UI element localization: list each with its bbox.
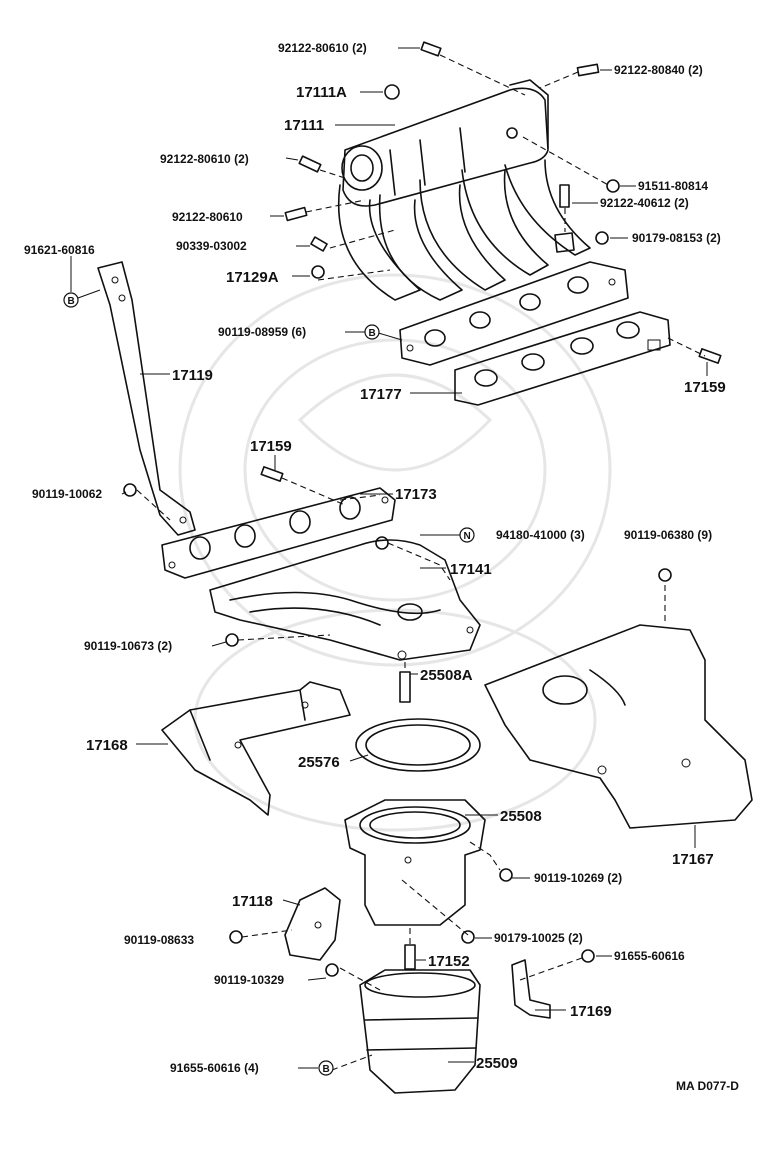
label-17177: 17177 <box>360 386 402 403</box>
label-17167: 17167 <box>672 851 714 868</box>
label-90119-10269: 90119-10269 (2) <box>534 871 622 885</box>
label-25576: 25576 <box>298 754 340 771</box>
badge-b-letter: B <box>369 328 376 339</box>
label-92122-80610: 92122-80610 <box>172 210 243 224</box>
converter-pipe-25508-drawing <box>344 799 486 926</box>
badge-b-letter: B <box>323 1064 330 1075</box>
exhaust-manifold-17141-drawing <box>209 539 481 661</box>
label-17111A: 17111A <box>296 84 347 101</box>
label-17141: 17141 <box>450 561 492 578</box>
gasket-17173-drawing <box>161 487 396 579</box>
label-90119-06380: 90119-06380 (9) <box>624 528 712 542</box>
label-17111: 17111 <box>284 117 324 134</box>
label-90119-10673: 90119-10673 (2) <box>84 639 172 653</box>
label-17129A: 17129A <box>226 269 279 286</box>
watermark-emblem <box>178 273 612 832</box>
label-91621-60816: 91621-60816 <box>24 243 95 257</box>
label-17159-left: 17159 <box>250 438 292 455</box>
stay-17119-drawing <box>97 261 196 536</box>
label-92122-80610-upper: 92122-80610 (2) <box>278 41 367 55</box>
label-25508A: 25508A <box>420 667 473 684</box>
label-17152: 17152 <box>428 953 470 970</box>
label-17173: 17173 <box>395 486 437 503</box>
intake-runners-drawing <box>337 159 591 301</box>
heat-insulator-17167-drawing <box>484 624 753 829</box>
label-92122-80610-mid: 92122-80610 (2) <box>160 152 249 166</box>
badge-b-91655-60616-4: B <box>318 1060 334 1076</box>
badge-b-90119-08959: B <box>364 324 380 340</box>
label-90179-08153: 90179-08153 (2) <box>632 231 721 245</box>
heat-insulator-25509-drawing <box>359 969 481 1094</box>
stud-25508A-drawing <box>399 671 411 703</box>
bracket-17118-drawing <box>284 887 341 961</box>
label-90119-10329: 90119-10329 <box>214 973 284 987</box>
label-17169: 17169 <box>570 1003 612 1020</box>
badge-b-91621: B <box>63 292 79 308</box>
intake-flange-drawing <box>399 261 629 366</box>
label-90119-08959: 90119-08959 (6) <box>218 325 306 339</box>
label-94180-41000: 94180-41000 (3) <box>496 528 585 542</box>
label-90179-10025: 90179-10025 (2) <box>494 931 583 945</box>
label-17159-right: 17159 <box>684 379 726 396</box>
label-25508: 25508 <box>500 808 542 825</box>
leader-lines <box>70 47 708 1069</box>
badge-n-letter: N <box>464 531 471 542</box>
label-17118: 17118 <box>232 893 273 910</box>
label-92122-40612: 92122-40612 (2) <box>600 196 689 210</box>
label-17168: 17168 <box>86 737 128 754</box>
label-90339-03002: 90339-03002 <box>176 239 247 253</box>
badge-b-letter: B <box>68 296 75 307</box>
part-17111-drawing <box>341 79 549 207</box>
bracket-17169-drawing <box>511 959 551 1019</box>
part-labels: 92122-80610 (2) 92122-80840 (2) 17111A 1… <box>24 41 739 1093</box>
label-91511-80814: 91511-80814 <box>638 179 708 193</box>
label-91655-60616: 91655-60616 <box>614 949 685 963</box>
stud-17152-drawing <box>404 944 416 970</box>
label-17119: 17119 <box>172 367 213 384</box>
gasket-17177-drawing <box>454 311 671 406</box>
label-92122-80840: 92122-80840 (2) <box>614 63 703 77</box>
label-90119-10062: 90119-10062 <box>32 487 102 501</box>
label-91655-60616-4: 91655-60616 (4) <box>170 1061 259 1075</box>
label-90119-08633: 90119-08633 <box>124 933 194 947</box>
fasteners-drawing <box>123 41 722 977</box>
heat-insulator-17168-drawing <box>161 681 351 816</box>
badge-n-94180: N <box>459 527 475 543</box>
assembly-lines <box>136 54 706 1071</box>
label-25509: 25509 <box>476 1055 518 1072</box>
gasket-ring-25576-drawing <box>355 718 481 772</box>
diagram-code: MA D077-D <box>676 1079 739 1093</box>
